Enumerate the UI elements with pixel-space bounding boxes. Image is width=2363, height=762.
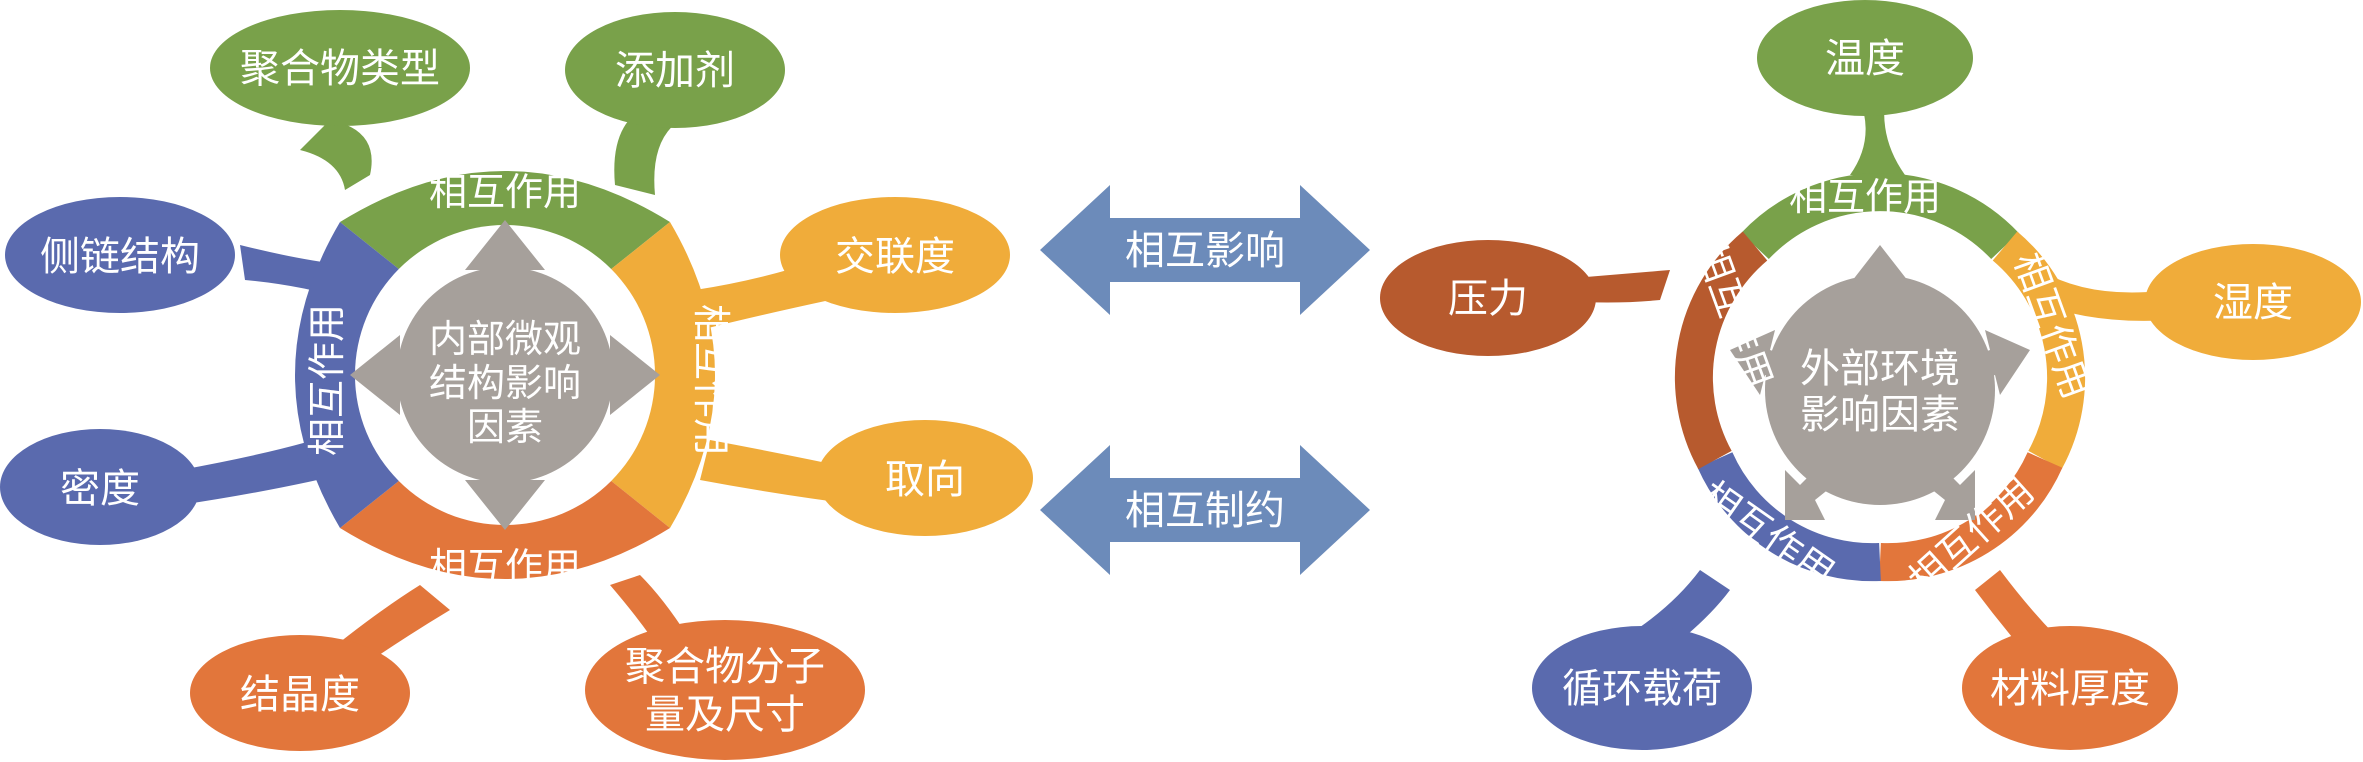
ring-right (610, 222, 715, 528)
bubble-crosslink (780, 197, 1010, 313)
ring-lower-right-darkorange (1879, 451, 2063, 582)
left-ring (295, 171, 715, 579)
factor-temperature: 温度 (1825, 36, 1905, 82)
double-arrow-upper (1040, 185, 1370, 315)
arrow-right (580, 335, 660, 415)
ring-left-rust (1674, 231, 1768, 470)
factor-side-chain: 侧链结构 (40, 234, 200, 280)
left-factors: 聚合物类型 添加剂 侧链结构 密度 交联度 取向 结晶度 聚合物分子 量及尺寸 (0, 10, 1033, 760)
factor-polymer-type: 聚合物类型 (240, 46, 440, 92)
arrow-left (350, 335, 430, 415)
factor-pressure: 压力 (1448, 276, 1528, 322)
arrow-to-pressure (1730, 330, 1800, 395)
left-four-way-arrow (350, 220, 660, 530)
ring-top-green (1741, 173, 2019, 260)
ring-label-bottom: 相互作用 (429, 545, 581, 589)
ring-label-right: 相互作用 (689, 304, 733, 456)
factor-orientation: 取向 (885, 457, 965, 503)
arrow-to-temperature (1845, 245, 1915, 310)
factor-molecular-weight-line-1: 聚合物分子 (625, 644, 825, 690)
right-factors: 温度 湿度 压力 循环载荷 材料厚度 (1380, 0, 2361, 750)
middle-arrows: 相互影响 相互制约 (1040, 185, 1370, 575)
arrow-to-cyclic-load (1785, 465, 1840, 520)
stem-additive (614, 110, 680, 195)
left-center-text: 内部微观 结构影响 因素 (429, 317, 581, 449)
ring-label-top: 相互作用 (429, 170, 581, 214)
bubble-side-chain (5, 197, 235, 313)
right-diagram: 外部环境 影响因素 相互作用 相互作用 相互作用 相互作用 相互作用 温度 湿度… (1380, 0, 2361, 750)
arrow-up (465, 220, 545, 300)
left-diagram: 内部微观 结构影响 因素 相互作用 相互作用 相互作用 相互作用 聚合物类型 添… (0, 10, 1033, 760)
arrow-label-upper: 相互影响 (1125, 228, 1285, 274)
factor-crosslink: 交联度 (835, 234, 955, 280)
bubble-temperature (1757, 0, 1973, 116)
bubble-polymer-type (210, 10, 470, 126)
bubble-humidity (2145, 244, 2361, 360)
factor-thickness: 材料厚度 (1990, 666, 2150, 712)
arrow-label-lower: 相互制约 (1125, 488, 1285, 534)
double-arrow-lower (1040, 445, 1370, 575)
stem-polymer-type (300, 120, 372, 190)
right-center-text: 外部环境 影响因素 (1800, 346, 1960, 438)
factor-density: 密度 (60, 466, 140, 512)
left-center-line-3: 因素 (467, 405, 543, 449)
ring-label-left: 相互作用 (305, 304, 349, 456)
bubble-crystallinity (190, 635, 410, 751)
left-center-line-1: 内部微观 (429, 317, 581, 361)
bubble-density (0, 429, 200, 545)
left-center-line-2: 结构影响 (429, 361, 581, 405)
factor-crystallinity: 结晶度 (240, 672, 360, 718)
right-center-line-1: 外部环境 (1800, 346, 1960, 392)
left-center-disc (397, 267, 613, 483)
right-ring (1674, 173, 2086, 582)
bubble-orientation (817, 420, 1033, 536)
factor-molecular-weight-line-2: 量及尺寸 (645, 692, 805, 738)
left-ring-labels: 相互作用 相互作用 相互作用 相互作用 (305, 170, 733, 589)
right-ring-label-top: 相互作用 (1789, 175, 1941, 219)
factor-humidity: 湿度 (2213, 280, 2293, 326)
bubble-pressure (1380, 240, 1596, 356)
arrow-to-thickness (1920, 465, 1975, 520)
stem-temperature (1850, 100, 1905, 175)
right-center-disc (1765, 275, 1995, 505)
factor-cyclic-load: 循环载荷 (1562, 666, 1722, 712)
bubble-molecular-weight (585, 620, 865, 760)
right-center-line-2: 影响因素 (1800, 392, 1960, 438)
right-five-way-arrow (1730, 245, 2030, 520)
ring-left (295, 222, 400, 528)
arrow-to-humidity (1960, 330, 2030, 395)
arrow-down (465, 450, 545, 530)
bubble-thickness (1962, 626, 2178, 750)
bubble-cyclic-load (1532, 626, 1752, 750)
bubble-additive (565, 12, 785, 128)
ring-lower-left-blue (1697, 451, 1881, 582)
ring-right-orange (1992, 231, 2086, 470)
factor-additive: 添加剂 (615, 48, 735, 94)
